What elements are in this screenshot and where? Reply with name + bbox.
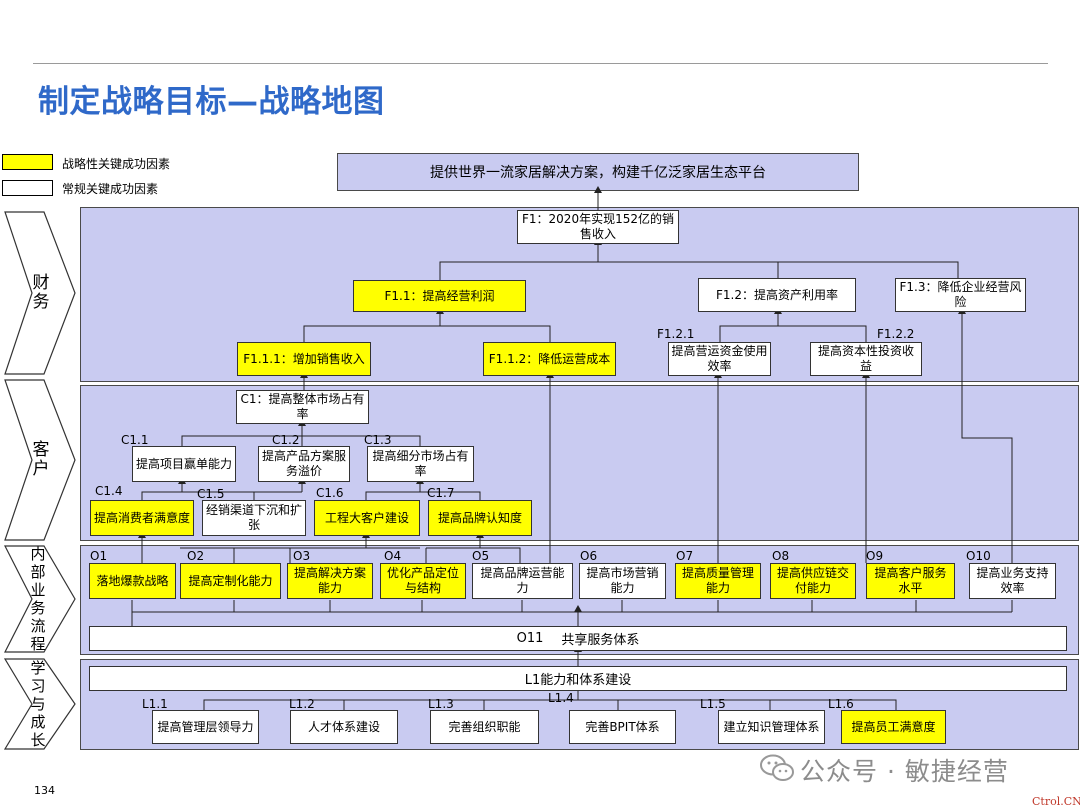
goal-o9: 提高客户服务水平: [866, 563, 955, 599]
code-l1-2: L1.2: [289, 697, 315, 711]
code-f1-2-1: F1.2.1: [657, 327, 695, 341]
goal-l1-4: 完善BPIT体系: [569, 710, 676, 744]
perspective-learning-label: 学习与成长: [30, 659, 46, 749]
goal-c1: C1：提高整体市场占有率: [236, 390, 369, 424]
wechat-icon: [760, 754, 794, 781]
goal-o11-label: 共享服务体系: [561, 633, 640, 648]
code-f1-2-2: F1.2.2: [877, 327, 915, 341]
chevron-shape-icon: [4, 545, 76, 653]
goal-f1-1-1: F1.1.1：增加销售收入: [237, 342, 371, 376]
goal-o3: 提高解决方案能力: [287, 563, 373, 599]
code-o8: O8: [772, 549, 790, 563]
goal-l1-3: 完善组织职能: [430, 710, 539, 744]
chevron-shape-icon: [4, 658, 76, 750]
goal-c1-4: 提高消费者满意度: [90, 500, 194, 536]
goal-c1-3: 提高细分市场占有率: [367, 446, 474, 482]
goal-l1-1: 提高管理层领导力: [152, 710, 259, 744]
code-c1-5: C1.5: [197, 487, 225, 501]
perspective-finance: 财务: [4, 211, 76, 375]
code-o2: O2: [187, 549, 205, 563]
goal-f1-2-1: 提高营运资金使用效率: [668, 342, 771, 376]
perspective-internal: 内部业务流程: [4, 545, 76, 653]
code-c1-4: C1.4: [95, 484, 123, 498]
goal-o1: 落地爆款战略: [89, 563, 176, 599]
goal-f1: F1：2020年实现152亿的销售收入: [517, 210, 679, 244]
perspective-finance-label: 财务: [32, 273, 50, 312]
code-o5: O5: [472, 549, 490, 563]
goal-o11: O11 共享服务体系: [89, 626, 1067, 651]
goal-o4: 优化产品定位与结构: [380, 563, 466, 599]
page-number: 134: [34, 784, 55, 797]
perspective-internal-label: 内部业务流程: [30, 545, 46, 653]
perspective-customer: 客户: [4, 379, 76, 541]
code-c1-1: C1.1: [121, 433, 149, 447]
code-l1-5: L1.5: [700, 697, 726, 711]
code-o4: O4: [384, 549, 402, 563]
page-title: 制定战略目标—战略地图: [38, 84, 385, 120]
code-l1-4: L1.4: [548, 691, 574, 705]
code-c1-6: C1.6: [316, 486, 344, 500]
code-o7: O7: [676, 549, 694, 563]
goal-l1-6: 提高员工满意度: [841, 710, 946, 744]
chevron-shape-icon: [4, 379, 76, 541]
goal-o8: 提高供应链交付能力: [770, 563, 856, 599]
chevron-shape-icon: [4, 211, 76, 375]
goal-o10: 提高业务支持效率: [969, 563, 1056, 599]
code-l1-6: L1.6: [828, 697, 854, 711]
code-o3: O3: [293, 549, 311, 563]
goal-o7: 提高质量管理能力: [675, 563, 761, 599]
goal-o6: 提高市场营销能力: [579, 563, 666, 599]
goal-f1-3: F1.3：降低企业经营风险: [895, 278, 1026, 312]
code-l1-3: L1.3: [428, 697, 454, 711]
code-o9: O9: [866, 549, 884, 563]
goal-c1-1: 提高项目赢单能力: [132, 446, 236, 482]
legend-swatch-strategic: [2, 154, 53, 170]
perspective-learning: 学习与成长: [4, 658, 76, 750]
code-o10: O10: [966, 549, 991, 563]
code-l1-1: L1.1: [142, 697, 168, 711]
goal-o2: 提高定制化能力: [180, 563, 281, 599]
goal-o5: 提高品牌运营能力: [472, 563, 573, 599]
goal-c1-2: 提高产品方案服务溢价: [258, 446, 350, 482]
goal-f1-2: F1.2：提高资产利用率: [698, 278, 856, 312]
code-o6: O6: [580, 549, 598, 563]
code-o11: O11: [516, 631, 544, 646]
goal-c1-6: 工程大客户建设: [314, 500, 420, 536]
legend-swatch-regular: [2, 180, 53, 196]
title-rule: [33, 63, 1048, 64]
perspective-customer-label: 客户: [32, 440, 50, 479]
site-mark: Ctrol.CN: [1032, 795, 1080, 808]
goal-c1-7: 提高品牌认知度: [428, 500, 532, 536]
code-o1: O1: [90, 549, 108, 563]
goal-c1-5: 经销渠道下沉和扩张: [202, 500, 306, 536]
goal-l1-5: 建立知识管理体系: [718, 710, 825, 744]
legend-label-strategic: 战略性关键成功因素: [62, 157, 171, 171]
goal-f1-1: F1.1：提高经营利润: [353, 280, 526, 312]
watermark: 公众号 · 敏捷经营: [800, 757, 1009, 786]
code-c1-3: C1.3: [364, 433, 392, 447]
goal-l1: L1能力和体系建设: [89, 666, 1067, 691]
code-c1-7: C1.7: [427, 486, 455, 500]
goal-f1-2-2: 提高资本性投资收益: [810, 342, 922, 376]
legend-label-regular: 常规关键成功因素: [62, 182, 159, 196]
code-c1-2: C1.2: [272, 433, 300, 447]
goal-l1-2: 人才体系建设: [290, 710, 398, 744]
goal-f1-1-2: F1.1.2：降低运营成本: [483, 342, 616, 376]
